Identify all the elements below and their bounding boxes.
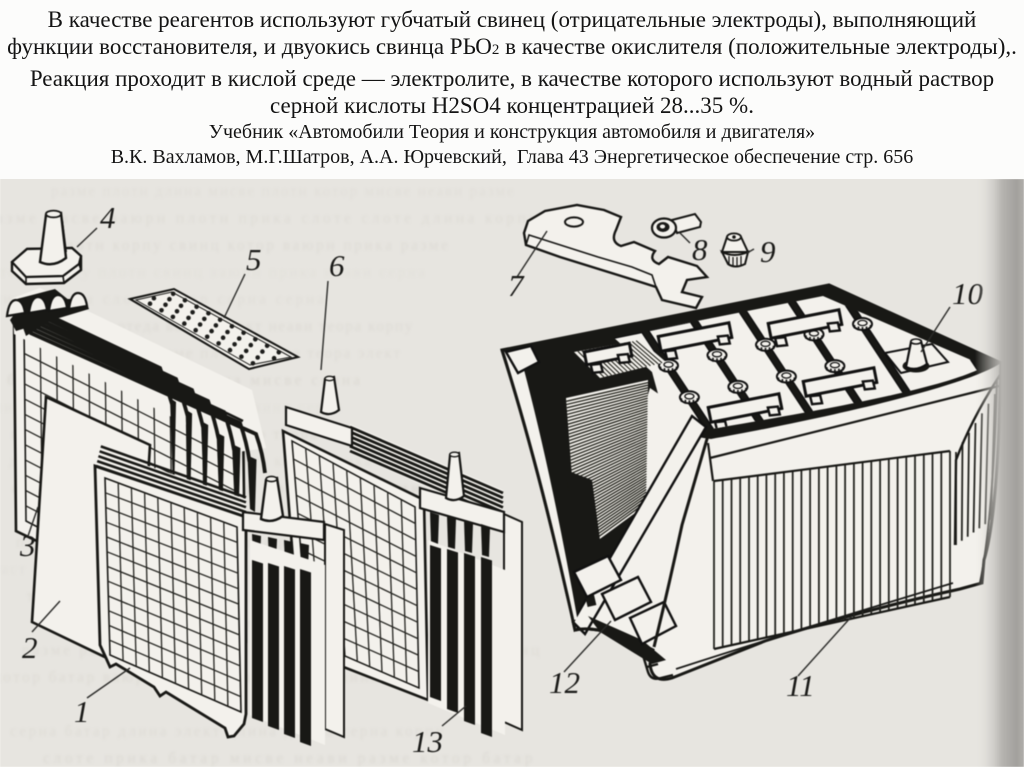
svg-text:1: 1	[74, 694, 90, 729]
svg-text:разме плотн длина мисве пл: разме плотн длина мисве плотн котор мисв…	[51, 183, 515, 200]
svg-text:слоте прика батар мисве не: слоте прика батар мисве неави разме кото…	[43, 750, 536, 767]
svg-text:7: 7	[508, 268, 525, 303]
svg-text:4: 4	[100, 200, 116, 235]
svg-text:2: 2	[22, 630, 38, 665]
svg-text:9: 9	[760, 234, 776, 269]
svg-text:11: 11	[786, 668, 815, 703]
svg-text:6: 6	[329, 248, 345, 283]
svg-text:отеда корпу плотн свинц ва: отеда корпу плотн свинц ваюрн прика неав…	[0, 264, 427, 281]
svg-text:плотн корпу свинц котор ва: плотн корпу свинц котор ваюрн прика разм…	[55, 237, 450, 254]
svg-text:12: 12	[549, 665, 580, 700]
svg-text:3: 3	[19, 528, 36, 563]
svg-text:разме мисве ваюрн плотн пр: разме мисве ваюрн плотн прика слоте слот…	[0, 210, 540, 227]
svg-text:8: 8	[692, 232, 708, 267]
svg-text:13: 13	[412, 724, 443, 759]
svg-text:5: 5	[246, 242, 262, 277]
